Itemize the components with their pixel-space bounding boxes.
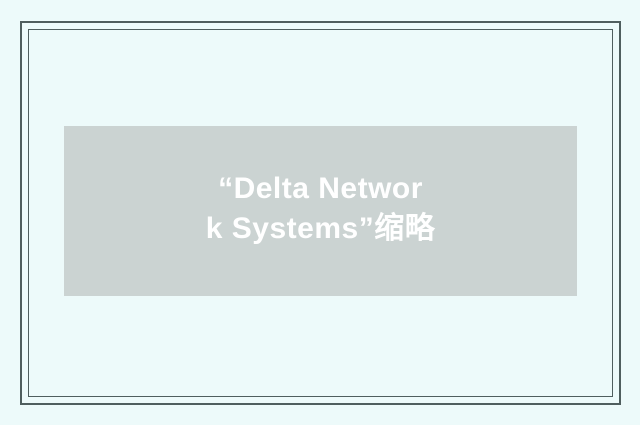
thumbnail-placeholder: “Delta Networ k Systems”缩略 <box>64 126 577 296</box>
thumbnail-placeholder-text: “Delta Networ k Systems”缩略 <box>206 169 435 249</box>
screenshot-inner-frame <box>28 29 613 397</box>
placeholder-text-line-2: k Systems”缩略 <box>205 212 436 245</box>
screenshot-outer-frame <box>20 21 621 405</box>
placeholder-text-line-1: “Delta Networ <box>218 172 423 205</box>
